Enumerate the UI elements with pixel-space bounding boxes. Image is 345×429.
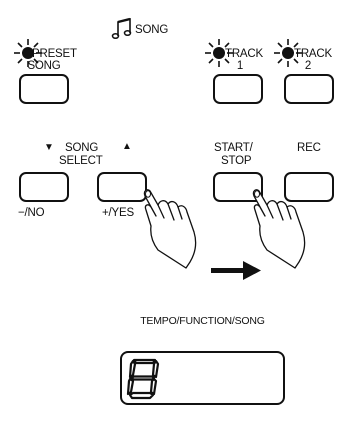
tempo-function-song-label: TEMPO/FUNCTION/SONG: [120, 315, 285, 327]
led-display: 8: [120, 351, 285, 405]
hand-pointer-icon: [253, 190, 304, 268]
hand-pointer-icon: [144, 190, 195, 268]
display-digit: [122, 357, 162, 401]
arrow-right-icon: [211, 261, 261, 280]
